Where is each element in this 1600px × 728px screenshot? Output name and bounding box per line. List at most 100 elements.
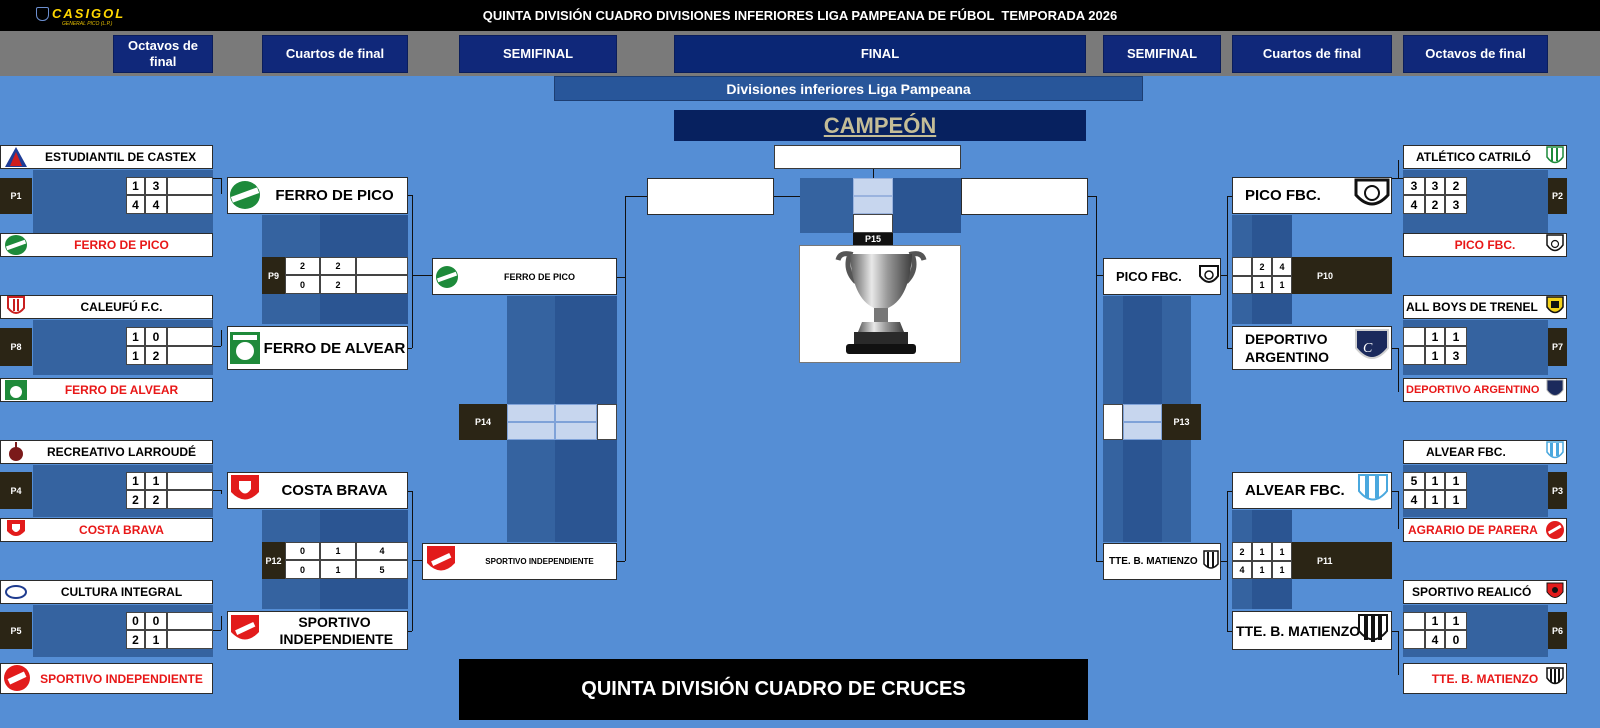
team-box-loser: FERRO DE ALVEAR (0, 378, 213, 402)
score-cell: 1 (1445, 612, 1467, 630)
bracket-line (1398, 631, 1399, 675)
match-id: P11 (1292, 542, 1392, 579)
deportivo-argentino-crest-icon (1545, 379, 1565, 401)
score-cell-empty (167, 490, 213, 509)
bracket-line (1221, 275, 1227, 276)
round-right-semifinal: SEMIFINAL (1103, 35, 1221, 73)
bracket-line (625, 196, 647, 197)
sportivo-crest-icon (424, 545, 458, 578)
score-cell: 1 (320, 542, 356, 560)
bracket-line (221, 490, 222, 494)
team-name: CALEUFÚ F.C. (80, 300, 163, 314)
score-cell-empty (167, 327, 213, 346)
team-name: ALL BOYS DE TRENEL (1406, 300, 1538, 314)
score-cell: 0 (145, 612, 167, 630)
round-left-octavos: Octavos de final (113, 35, 213, 73)
score-cell-empty (356, 257, 408, 275)
team-box-loser: AGRARIO DE PARERA (1403, 518, 1567, 542)
score-cell: 5 (356, 560, 408, 579)
ferro-pico-crest-icon (3, 234, 29, 256)
larroude-crest-icon (3, 441, 29, 463)
score-cell: 1 (126, 177, 145, 195)
score-cell: 3 (1445, 346, 1467, 365)
bracket-line (1227, 631, 1232, 632)
score-cell-empty (1232, 276, 1252, 294)
alvear-fbc-crest-icon (1545, 441, 1565, 463)
bracket-line (617, 561, 625, 562)
score-cell-empty (1403, 630, 1425, 649)
champion-label: CAMPEÓN (674, 110, 1086, 141)
score-cell: 2 (285, 257, 320, 275)
bracket-line (1227, 348, 1232, 349)
score-cell: 0 (126, 612, 145, 630)
team-name: ATLÉTICO CATRILÓ (1416, 150, 1531, 164)
bracket-line (221, 178, 222, 194)
bracket-line (213, 346, 221, 347)
score-cell-empty (1403, 346, 1425, 365)
score-cell: 4 (1232, 561, 1252, 579)
bracket-line (1227, 491, 1228, 631)
team-box: ESTUDIANTIL DE CASTEX (0, 145, 213, 169)
score-cell-empty (555, 422, 597, 440)
score-cell-empty (167, 612, 213, 630)
top-bar (0, 0, 1600, 31)
pico-fbc-crest-icon (1545, 234, 1565, 256)
match-id: P3 (1548, 472, 1567, 509)
bracket-line (774, 196, 800, 197)
team-name: ALVEAR FBC. (1245, 482, 1345, 499)
round-final: FINAL (674, 35, 1086, 73)
match-id: P7 (1548, 328, 1567, 366)
bracket-line (1392, 348, 1398, 349)
score-cell: 4 (356, 542, 408, 560)
score-cell: 1 (1252, 276, 1272, 294)
bracket-line (412, 275, 432, 276)
bracket-line (1088, 196, 1096, 197)
score-cell-empty (597, 404, 617, 440)
bracket-line (1392, 631, 1398, 632)
score-cell: 1 (1425, 490, 1445, 509)
bracket-line (617, 277, 625, 278)
team-name: PICO FBC. (1116, 269, 1182, 284)
match-id: P2 (1548, 178, 1567, 214)
team-name: TTE. B. MATIENZO (1109, 556, 1198, 567)
team-box-winner: FERRO DE PICO (432, 258, 617, 295)
score-cell: 1 (1252, 542, 1272, 561)
score-cell-empty (853, 214, 893, 233)
bracket-line (1392, 491, 1398, 492)
score-cell: 2 (126, 490, 145, 509)
bracket-line (412, 560, 422, 561)
score-cell: 0 (285, 560, 320, 579)
agrario-crest-icon (1545, 519, 1565, 541)
score-cell: 2 (145, 490, 167, 509)
score-cell: 2 (1252, 257, 1272, 276)
score-cell: 1 (1425, 472, 1445, 490)
bracket-line (408, 491, 412, 492)
match-id: P4 (0, 472, 32, 509)
estudiantil-crest-icon (3, 146, 29, 168)
team-name: SPORTIVO INDEPENDIENTE (485, 557, 594, 566)
costa-brava-crest-icon (3, 519, 29, 541)
bracket-line (1096, 196, 1097, 561)
score-cell: 4 (1403, 490, 1425, 509)
team-name: FERRO DE PICO (74, 238, 169, 252)
casigol-logo: CASIGOL GENERAL PICO (L.P.) (36, 6, 146, 28)
score-cell: 2 (1232, 542, 1252, 561)
score-cell: 1 (1272, 561, 1292, 579)
trophy-image (799, 245, 961, 363)
team-name: SPORTIVO REALICÓ (1412, 585, 1532, 599)
team-box: RECREATIVO LARROUDÉ (0, 440, 213, 464)
bracket-line (1096, 561, 1103, 562)
team-name: PICO FBC. (1454, 238, 1516, 252)
match-id: P13 (1162, 404, 1201, 440)
bracket-line (221, 330, 222, 346)
team-name: AGRARIO DE PARERA (1408, 523, 1538, 537)
round-left-cuartos: Cuartos de final (262, 35, 408, 73)
bracket-line (408, 195, 412, 196)
shield-icon (36, 7, 49, 21)
score-cell: 1 (1445, 472, 1467, 490)
score-cell-empty (1232, 257, 1252, 276)
bracket-line (221, 616, 222, 630)
score-cell: 0 (285, 275, 320, 294)
pico-fbc-crest-icon (1198, 264, 1220, 288)
bracket-line (412, 195, 413, 348)
